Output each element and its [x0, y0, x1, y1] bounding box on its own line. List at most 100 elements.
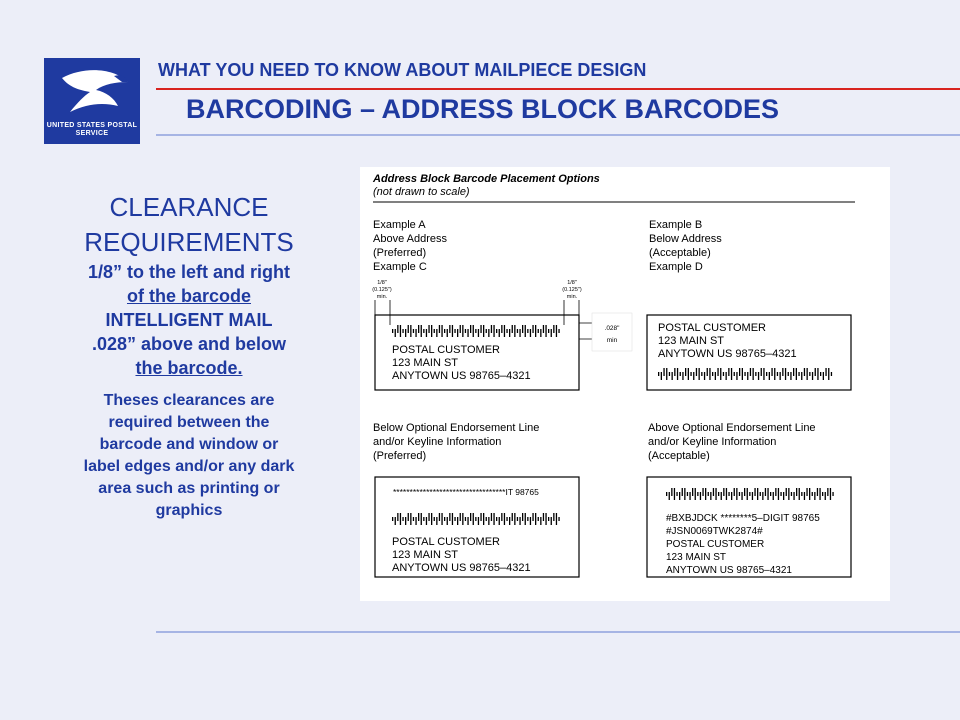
header-top-title: WHAT YOU NEED TO KNOW ABOUT MAILPIECE DE… [158, 60, 647, 80]
barcode-bar [529, 329, 532, 337]
barcode-bar [490, 325, 493, 333]
barcode-bar [788, 488, 790, 500]
barcode-bar [418, 513, 420, 521]
barcode-bar [527, 517, 529, 521]
barcode-bar [407, 513, 409, 521]
barcode-bar [820, 372, 822, 376]
barcode-bar [749, 492, 751, 496]
barcode-bar [457, 329, 459, 337]
barcode-bar [519, 517, 521, 525]
barcode-bar [483, 325, 485, 337]
barcode-bar [441, 513, 443, 525]
barcode-bar [738, 492, 741, 496]
barcode-bar [423, 329, 425, 333]
barcode-bar [444, 329, 446, 333]
barcode-bar [712, 372, 714, 376]
barcode-bar [693, 372, 695, 380]
barcode-bar [668, 492, 670, 500]
barcode-bar [431, 513, 433, 525]
barcode-bar [777, 488, 780, 500]
barcode-bar [783, 492, 785, 500]
barcode-bar [514, 513, 516, 525]
example-c-box [374, 476, 580, 578]
barcode-bar [480, 325, 482, 333]
requirement-line4: .028” above and below [91, 334, 287, 354]
barcode-bar [663, 368, 665, 376]
barcode-bar [720, 368, 722, 380]
barcode-bar [771, 368, 773, 376]
clearance-requirements-panel: CLEARANCE REQUIREMENTS 1/8” to the left … [44, 190, 334, 522]
barcode-bar [496, 517, 498, 521]
barcode-bar [548, 329, 550, 333]
barcode-bar [394, 329, 396, 337]
barcode-bar [402, 517, 404, 521]
barcode-bar [535, 325, 537, 337]
barcode-bar [819, 488, 821, 500]
barcode-bar [694, 488, 696, 500]
section-c-line2: and/or Keyline Information [373, 436, 501, 448]
requirements-title-line2: REQUIREMENTS [84, 227, 294, 257]
barcode-d [666, 488, 834, 500]
barcode-bar [433, 329, 435, 333]
barcode-bar [475, 517, 477, 521]
barcode-bar [423, 517, 425, 521]
barcode-bar [542, 325, 545, 333]
barcode-bar [550, 329, 552, 337]
box-d-line2: #JSN0069TWK2874# [666, 526, 763, 537]
box-a-line1: POSTAL CUSTOMER [392, 344, 500, 356]
barcode-bar [658, 372, 660, 376]
barcode-bar [763, 368, 765, 380]
barcode-bar [703, 372, 706, 380]
barcode-bar [775, 488, 777, 496]
example-a-line3: (Preferred) [373, 247, 426, 259]
barcode-bar [736, 372, 738, 380]
barcode-bar [405, 329, 407, 337]
barcode-bar [744, 488, 746, 496]
dim-vertical-line1: .028" [605, 325, 621, 332]
barcode-bar [449, 325, 451, 333]
barcode-bar [459, 325, 461, 333]
barcode-bar [511, 325, 513, 333]
barcode-bar [524, 513, 526, 525]
barcode-bar [707, 492, 709, 496]
barcode-bar [776, 372, 779, 376]
barcode-bar [506, 517, 508, 521]
barcode-a [392, 325, 560, 337]
barcode-bar [397, 513, 399, 521]
barcode-bar [407, 325, 409, 333]
section-c-line1: Below Optional Endorsement Line [373, 422, 539, 434]
barcode-bar [666, 492, 668, 496]
barcode-bar [747, 372, 749, 380]
barcode-bar [702, 488, 704, 496]
barcode-bar [470, 325, 472, 333]
barcode-bar [668, 372, 671, 376]
requirement-line2: of the barcode [126, 286, 251, 306]
barcode-bar [555, 513, 558, 525]
barcode-bar [682, 372, 684, 380]
barcode-bar [485, 517, 487, 521]
barcode-bar [535, 513, 537, 525]
barcode-bar [412, 329, 415, 333]
section-c-line3: (Preferred) [373, 450, 426, 462]
box-d-line3: POSTAL CUSTOMER [666, 539, 764, 550]
barcode-bar [493, 513, 495, 525]
barcode-bar [392, 517, 394, 521]
barcode-bar [506, 329, 508, 333]
barcode-bar [770, 492, 772, 496]
barcode-bar [558, 329, 560, 333]
barcode-bar [699, 492, 702, 500]
barcode-bar [438, 513, 441, 521]
barcode-bar [493, 325, 495, 337]
barcode-bar [739, 368, 741, 376]
barcode-bar [825, 368, 827, 376]
barcode-bar [717, 368, 719, 376]
barcode-bar [751, 492, 754, 500]
requirement-line5: the barcode. [135, 358, 243, 378]
figure-title: Address Block Barcode Placement Options [372, 173, 600, 185]
barcode-bar [433, 517, 435, 521]
barcode-bar [501, 513, 503, 521]
barcode-bar [496, 329, 498, 333]
barcode-bar [673, 488, 676, 500]
barcode-bar [828, 368, 830, 380]
box-a-line3: ANYTOWN US 98765–4321 [392, 370, 531, 382]
